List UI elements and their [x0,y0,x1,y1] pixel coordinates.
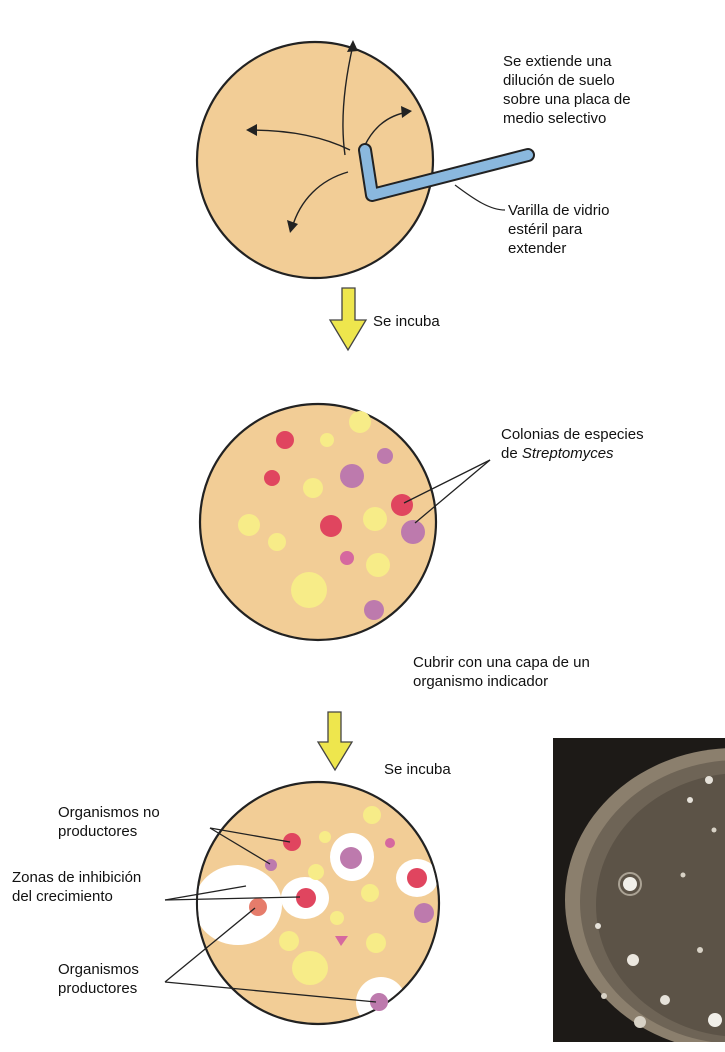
cover-label-line: organismo indicador [413,672,590,691]
spread-label-line: medio selectivo [503,109,631,128]
producers-label: Organismos productores [58,960,139,998]
colonies-label-prefix: de [501,445,522,462]
plate-1 [197,40,528,278]
rod-label: Varilla de vidrio estéril para extender [508,201,609,258]
producers-label-line: Organismos [58,960,139,979]
inhibition-label: Zonas de inhibición del crecimiento [12,868,141,906]
down-arrow-icon-2 [318,712,352,770]
cover-label: Cubrir con una capa de un organismo indi… [413,653,590,691]
colonies-label-genus: Streptomyces [522,445,614,462]
spread-label: Se extiende una dilución de suelo sobre … [503,52,631,128]
rod-label-line: estéril para [508,220,609,239]
photo-petri-dish [553,738,725,1047]
non-producers-label-line: productores [58,822,160,841]
spread-label-line: dilución de suelo [503,71,631,90]
rod-leader [455,185,505,210]
inhibition-label-line: del crecimiento [12,887,141,906]
plate-2 [200,404,490,640]
incubate-label-1-text: Se incuba [373,312,440,331]
non-producers-label: Organismos no productores [58,803,160,841]
non-producers-label-line: Organismos no [58,803,160,822]
incubate-label-2: Se incuba [384,760,451,779]
spread-label-line: Se extiende una [503,52,631,71]
colonies-label-line: Colonias de especies [501,425,644,444]
producers-label-line: productores [58,979,139,998]
plate-3 [165,782,439,1027]
inhibition-label-line: Zonas de inhibición [12,868,141,887]
incubate-label-1: Se incuba [373,312,440,331]
rod-label-line: Varilla de vidrio [508,201,609,220]
rod-label-line: extender [508,239,609,258]
plate-1-medium [197,42,433,278]
incubate-label-2-text: Se incuba [384,760,451,779]
colonies-label: Colonias de especies de Streptomyces [501,425,644,463]
down-arrow-icon-1 [330,288,366,350]
cover-label-line: Cubrir con una capa de un [413,653,590,672]
colonies-label-line: de Streptomyces [501,444,644,463]
spread-label-line: sobre una placa de [503,90,631,109]
